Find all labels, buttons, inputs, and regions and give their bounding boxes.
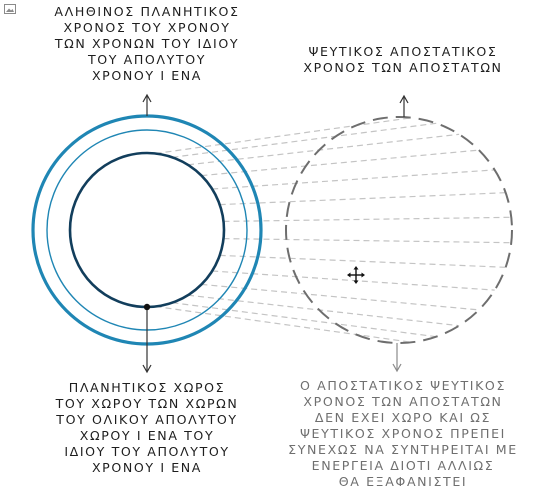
projection-line: [223, 216, 512, 222]
projection-line: [187, 294, 460, 327]
projection-line: [155, 117, 412, 155]
label-line: ΑΛΗΘΙΝΟΣ ΠΛΑΝΗΤΙΚΟΣ: [54, 4, 240, 19]
label-line: ΣΥΝΕΧΩΣ ΝΑ ΣΥΝΤΗΡΕΙΤΑΙ ΜΕ: [288, 442, 518, 457]
inner-circle-dot: [143, 303, 151, 311]
label-line: ΘΑ ΕΞΑΦΑΝΙΣΤΕΙ: [338, 474, 468, 489]
planetary-time-outer-ring-inner-edge: [46, 129, 248, 331]
label-line: Ο ΑΠΟΣΤΑΤΙΚΟΣ ΨΕΥΤΙΚΟΣ: [299, 378, 506, 393]
projection-line: [212, 270, 495, 291]
label-line: ΧΡΟΝΟΣ ΤΟΥ ΧΡΟΝΟΥ: [63, 20, 231, 35]
label-line: ΧΡΟΝΟΣ ΤΩΝ ΑΠΟΣΤΑΤΩΝ: [303, 394, 503, 409]
projection-line: [201, 149, 479, 177]
image-icon: [4, 4, 16, 14]
projection-line: [201, 283, 479, 311]
label-line: ΤΟΥ ΟΛΙΚΟΥ ΑΠΟΛΥΤΟΥ: [56, 412, 238, 427]
projection-line: [219, 192, 506, 206]
projection-line: [155, 305, 412, 343]
arrow-down-left: [142, 310, 152, 374]
label-line: ΕΝΕΡΓΕΙΑ ΔΙΟΤΙ ΑΛΛΙΩΣ: [311, 458, 495, 473]
projection-line: [187, 133, 460, 166]
label-line: ΠΛΑΝΗΤΙΚΟΣ ΧΩΡΟΣ: [68, 380, 226, 395]
label-line: ΧΡΟΝΟΥ Ι ΕΝΑ: [91, 68, 203, 83]
projection-line: [172, 302, 437, 338]
projection-lines: [155, 117, 512, 343]
projection-line: [219, 254, 506, 268]
label-line: ΤΟΥ ΑΠΟΛΥΤΟΥ: [87, 52, 207, 67]
label-line: ΧΩΡΟΥ Ι ΕΝΑ ΤΟΥ: [79, 428, 215, 443]
projection-line: [172, 122, 437, 158]
label-line: ΧΡΟΝΟΣ ΤΩΝ ΑΠΟΣΤΑΤΩΝ: [303, 60, 503, 75]
label-line: ΤΟΥ ΧΩΡΟΥ ΤΩΝ ΧΩΡΩΝ: [55, 396, 239, 411]
label-line: ΙΔΙΟΥ ΤΟΥ ΑΠΟΛΥΤΟΥ: [64, 444, 230, 459]
projection-line: [223, 238, 512, 244]
planetary-space-circle: [68, 151, 226, 309]
arrow-down-right: [392, 343, 402, 373]
label-line: ΧΡΟΝΟΥ Ι ΕΝΑ: [91, 460, 203, 475]
apostate-time-dashed-circle: [285, 116, 513, 344]
arrow-up-left: [142, 93, 152, 116]
projection-line: [212, 169, 495, 190]
label-line: ΔΕΝ ΕΧΕΙ ΧΩΡΟ ΚΑΙ ΩΣ: [314, 410, 492, 425]
label-line: ΨΕΥΤΙΚΟΣ ΧΡΟΝΟΣ ΠΡΕΠΕΙ: [300, 426, 506, 441]
arrow-up-right: [399, 94, 409, 117]
move-cursor-icon[interactable]: [347, 266, 365, 284]
label-line: ΤΩΝ ΧΡΟΝΩΝ ΤΟΥ ΙΔΙΟΥ: [54, 36, 240, 51]
label-line: ΨΕΥΤΙΚΟΣ ΑΠΟΣΤΑΤΙΚΟΣ: [308, 44, 498, 59]
